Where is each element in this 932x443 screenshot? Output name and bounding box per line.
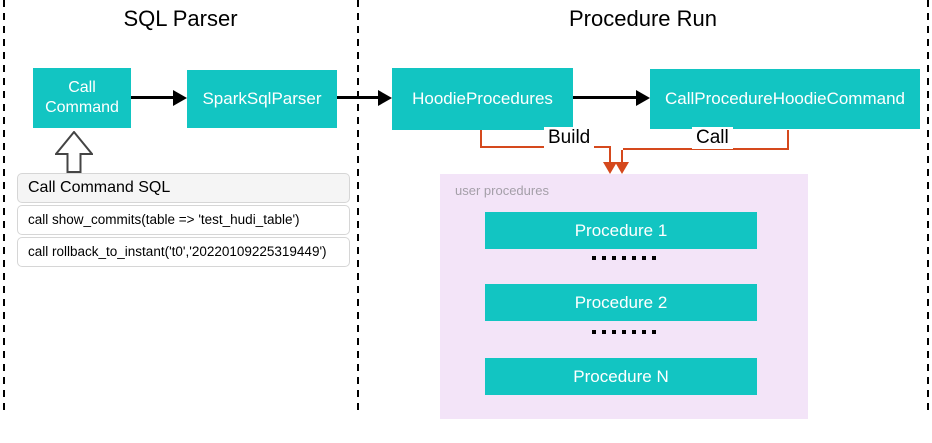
arrow-procedures-to-command-head-icon	[636, 90, 650, 106]
sql-example-row: call rollback_to_instant('t0','202201092…	[17, 237, 350, 267]
build-edge-segment	[609, 148, 611, 163]
right-dashed-border	[927, 0, 929, 413]
call-edge-label: Call	[692, 127, 733, 149]
procedure-1-node: Procedure 1	[485, 212, 757, 249]
sql-example-row: call show_commits(table => 'test_hudi_ta…	[17, 205, 350, 235]
left-dashed-border	[3, 0, 5, 413]
user-procedures-label: user procedures	[455, 183, 549, 198]
call-command-node: Call Command	[33, 68, 131, 128]
user-procedures-panel: user procedures Procedure 1 Procedure 2 …	[440, 174, 808, 419]
ellipsis-dots	[440, 330, 808, 334]
sql-panel-header: Call Command SQL	[17, 173, 350, 203]
procedure-2-node: Procedure 2	[485, 284, 757, 321]
hoodie-procedures-node: HoodieProcedures	[392, 68, 573, 130]
middle-dashed-border	[357, 0, 359, 413]
call-edge-segment	[787, 130, 789, 150]
call-edge-segment	[623, 148, 789, 150]
arrow-parser-to-procedures-line	[337, 96, 381, 99]
call-arrowhead-icon	[615, 162, 629, 174]
build-arrowhead-icon	[603, 162, 617, 174]
arrow-callcommand-to-parser-head-icon	[173, 90, 187, 106]
procedure-n-node: Procedure N	[485, 358, 757, 395]
hollow-up-arrow-icon	[55, 131, 93, 173]
build-edge-label: Build	[544, 127, 595, 149]
build-edge-segment	[480, 130, 482, 148]
arrow-procedures-to-command-line	[573, 96, 638, 99]
spark-sql-parser-node: SparkSqlParser	[187, 70, 337, 128]
arrow-parser-to-procedures-head-icon	[378, 90, 392, 106]
arrow-callcommand-to-parser-line	[131, 96, 174, 99]
procedure-run-section-title: Procedure Run	[569, 6, 717, 31]
ellipsis-dots	[440, 256, 808, 260]
call-procedure-hoodie-command-node: CallProcedureHoodieCommand	[650, 69, 920, 129]
call-edge-segment	[621, 150, 623, 163]
sql-parser-section-title: SQL Parser	[123, 6, 238, 31]
